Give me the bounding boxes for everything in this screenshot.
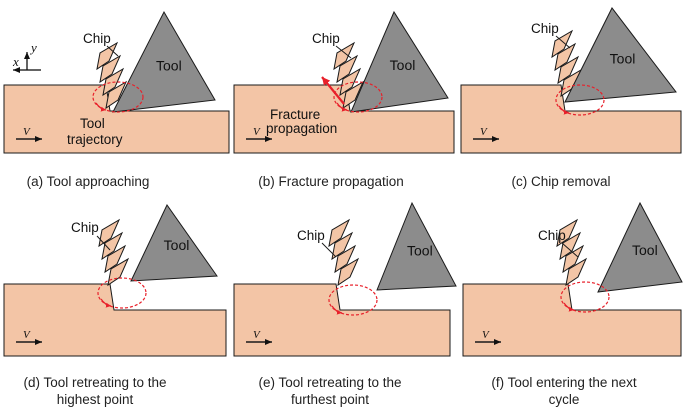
chip-leader-line [96, 235, 111, 251]
chip-segment [556, 218, 579, 248]
chip-segment [339, 67, 362, 97]
chip-segment [105, 80, 128, 110]
panel-caption: (e) Tool retreating to the [258, 375, 401, 390]
trajectory-ellipse [560, 281, 610, 313]
chip-segment [101, 231, 124, 261]
x-axis-label: x [12, 54, 19, 69]
panel-caption: (f) Tool entering the next [491, 375, 637, 390]
chip [333, 41, 365, 110]
tool [597, 201, 683, 293]
chip [556, 218, 588, 287]
trajectory-arrow [100, 298, 112, 308]
tool [564, 7, 677, 103]
chip [98, 218, 130, 287]
chip-segment [98, 218, 121, 248]
chip-segment [104, 244, 127, 274]
tool [376, 201, 457, 291]
chip [96, 41, 128, 110]
velocity-label: V [253, 329, 261, 341]
chip-leader-line [561, 242, 579, 258]
chip-segment [334, 244, 357, 274]
panel-caption: (a) Tool approaching [27, 174, 150, 189]
chip-segment [96, 41, 119, 71]
trajectory-ellipse [555, 84, 605, 116]
chip-leader-line [321, 242, 337, 258]
chip-label: Chip [297, 228, 325, 243]
velocity-label: V [23, 329, 31, 341]
chip-segment [559, 231, 582, 261]
panel-caption: highest point [57, 392, 134, 407]
chip-leader-line [555, 35, 571, 49]
fracture-arrow [321, 76, 345, 105]
trajectory-arrow [563, 302, 575, 312]
panel-caption: cycle [549, 392, 580, 407]
trajectory-ellipse [333, 81, 383, 113]
chip-segment [107, 257, 130, 287]
chip-leader-line [335, 45, 352, 59]
trajectory-ellipse [92, 81, 144, 113]
trajectory-arrow [336, 102, 348, 112]
chip-label: Chip [531, 21, 559, 36]
chip-segment [336, 54, 359, 84]
chip-segment [557, 55, 580, 85]
velocity-label: V [482, 329, 490, 341]
trajectory-ellipse [328, 284, 378, 316]
chip-segment [328, 218, 351, 248]
chip [328, 218, 360, 287]
fracture-label: propagation [266, 121, 337, 136]
workpiece [460, 84, 682, 154]
chip-segment [562, 244, 585, 274]
panel-caption: furthest point [291, 392, 369, 407]
chip-label: Chip [538, 228, 566, 243]
tool-label: Tool [164, 237, 190, 253]
tool-label: Tool [407, 243, 433, 259]
tool-label: Tool [610, 50, 636, 66]
fracture-label: Fracture [270, 107, 320, 122]
chip-label: Chip [71, 220, 99, 235]
axis-indicator: y x [12, 40, 41, 73]
velocity-label: V [23, 126, 31, 138]
velocity-label: V [253, 126, 261, 138]
trajectory-arrow [331, 305, 343, 315]
y-axis-label: y [29, 40, 37, 55]
panel-caption: (b) Fracture propagation [258, 174, 404, 189]
panel-caption: (d) Tool retreating to the [23, 375, 166, 390]
trajectory-arrow [95, 102, 107, 112]
chip-segment [565, 257, 588, 287]
velocity-label: V [480, 126, 488, 138]
tool [112, 10, 216, 113]
tool-trajectory-label: trajectory [67, 132, 123, 147]
trajectory-ellipse [97, 277, 147, 309]
panel-caption: (c) Chip removal [511, 174, 610, 189]
chip-segment [551, 29, 574, 59]
chip-segment [99, 54, 122, 84]
chip-segment [554, 42, 577, 72]
workpiece [233, 283, 451, 357]
chip-segment [337, 257, 360, 287]
chip-label: Chip [312, 31, 340, 46]
workpiece [3, 283, 227, 357]
tool-label: Tool [390, 57, 416, 73]
chip [551, 29, 583, 98]
chip-label: Chip [83, 31, 111, 46]
chip-segment [333, 41, 356, 71]
tool-label: Tool [632, 242, 658, 258]
tool-trajectory-label: Tool [80, 116, 105, 131]
chip-segment [331, 231, 354, 261]
workpiece [462, 283, 682, 357]
trajectory-arrow [558, 105, 570, 115]
tool [130, 204, 218, 282]
chip-leader-line [106, 45, 119, 57]
tool-label: Tool [156, 58, 182, 74]
